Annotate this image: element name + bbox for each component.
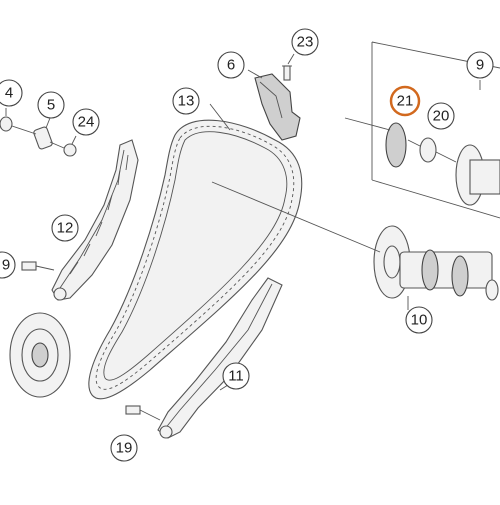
upper-shaft [469,159,500,195]
callout-12: 12 [51,214,79,242]
callout-label: 12 [57,220,74,237]
callout-4: 4 [0,79,23,107]
washer-part [0,116,13,132]
callout-11: 11 [222,362,250,390]
callout-9: 9 [466,51,494,79]
bolt-left [21,261,37,271]
callout-label: 13 [178,93,195,110]
callout-6: 6 [217,51,245,79]
callout-label: 20 [433,108,450,125]
cam-lobe-1 [421,249,439,291]
camshaft-body [399,251,493,289]
crank-sprocket [9,312,71,398]
callout-13: 13 [172,87,200,115]
callout-label: 6 [227,57,235,74]
chain-tensioner-guide [51,139,139,301]
screw-part [283,65,291,81]
callout-label: 11 [228,368,244,385]
chain-tensioner-unit [254,65,301,141]
callout-label: 4 [5,85,13,102]
small-parts-left-top [0,116,77,157]
callout-24: 24 [72,108,100,136]
callout-21-highlighted: 21 [389,85,421,117]
o-ring-upper [419,137,437,163]
callout-23: 23 [291,28,319,56]
timing-chain [88,119,303,400]
oil-seal-gear [385,122,407,168]
callout-label: 5 [47,97,55,114]
camshaft-lower [211,181,499,301]
callout-19: 19 [110,434,138,462]
bolts [21,261,161,421]
callout-label: 10 [411,312,428,329]
callout-5: 5 [37,91,65,119]
rail-pivot-hole [159,425,173,439]
bushing-part [33,126,53,150]
bolt-bottom [125,405,141,415]
callout-label: 9 [476,57,484,74]
callout-label: 9 [2,257,10,274]
camshaft-upper [344,117,500,206]
callout-label: 23 [297,34,314,51]
callout-label: 24 [78,114,95,131]
chain-guide-rail [157,277,283,439]
callout-9-left: 9 [0,251,16,279]
o-ring-part [63,143,77,157]
guide-pivot-hole [53,287,67,301]
cam-lobe-2 [451,255,469,297]
callout-20: 20 [427,102,455,130]
callout-10: 10 [405,306,433,334]
callout-label: 21 [397,93,414,110]
callout-label: 19 [116,440,133,457]
